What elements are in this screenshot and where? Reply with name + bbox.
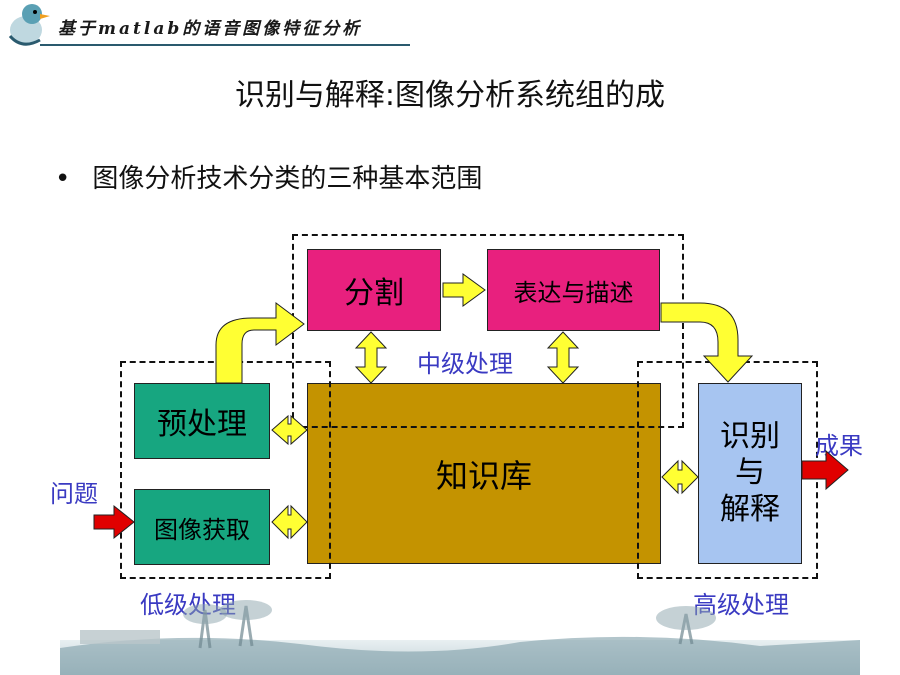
preprocessing-label: 预处理 bbox=[157, 407, 247, 442]
recognition-line-3: 解释 bbox=[720, 491, 780, 527]
double-arrow-horizontal-rec bbox=[661, 459, 699, 495]
acquisition-label: 图像获取 bbox=[154, 515, 250, 544]
header-divider bbox=[40, 44, 410, 46]
footer-landscape-image bbox=[60, 600, 860, 675]
knowledge-base-label: 知识库 bbox=[435, 456, 532, 495]
double-arrow-vertical-right bbox=[546, 331, 580, 384]
knowledge-base-box: 知识库 bbox=[307, 383, 661, 564]
double-arrow-horizontal-pre bbox=[271, 414, 308, 446]
output-arrow bbox=[801, 449, 849, 491]
mid-level-label: 中级处理 bbox=[417, 350, 513, 378]
double-arrow-vertical-left bbox=[354, 331, 388, 384]
slide-title: 识别与解释:图像分析系统组的成 bbox=[234, 78, 666, 113]
bird-logo-icon bbox=[8, 4, 50, 46]
representation-box: 表达与描述 bbox=[487, 249, 660, 331]
preprocessing-box: 预处理 bbox=[134, 383, 270, 459]
bullet-item: • 图像分析技术分类的三种基本范围 bbox=[55, 158, 482, 195]
recognition-box: 识别 与 解释 bbox=[698, 383, 802, 564]
acquisition-box: 图像获取 bbox=[134, 489, 270, 565]
double-arrow-horizontal-acq bbox=[271, 504, 308, 540]
bullet-text: 图像分析技术分类的三种基本范围 bbox=[92, 164, 483, 194]
recognition-line-2: 与 bbox=[735, 455, 765, 491]
segmentation-label: 分割 bbox=[344, 276, 404, 311]
input-label: 问题 bbox=[50, 480, 98, 508]
segmentation-box: 分割 bbox=[307, 249, 441, 331]
arrow-right-seg-rep bbox=[442, 273, 486, 307]
curved-arrow-up-right bbox=[215, 302, 305, 384]
header-title: 基于matlab的语音图像特征分析 bbox=[58, 19, 363, 39]
curved-arrow-down-right bbox=[660, 302, 754, 383]
input-arrow bbox=[93, 504, 135, 540]
output-label: 成果 bbox=[815, 432, 863, 460]
bullet-dot-icon: • bbox=[55, 164, 71, 194]
representation-label: 表达与描述 bbox=[513, 278, 634, 307]
recognition-line-1: 识别 bbox=[720, 418, 780, 454]
